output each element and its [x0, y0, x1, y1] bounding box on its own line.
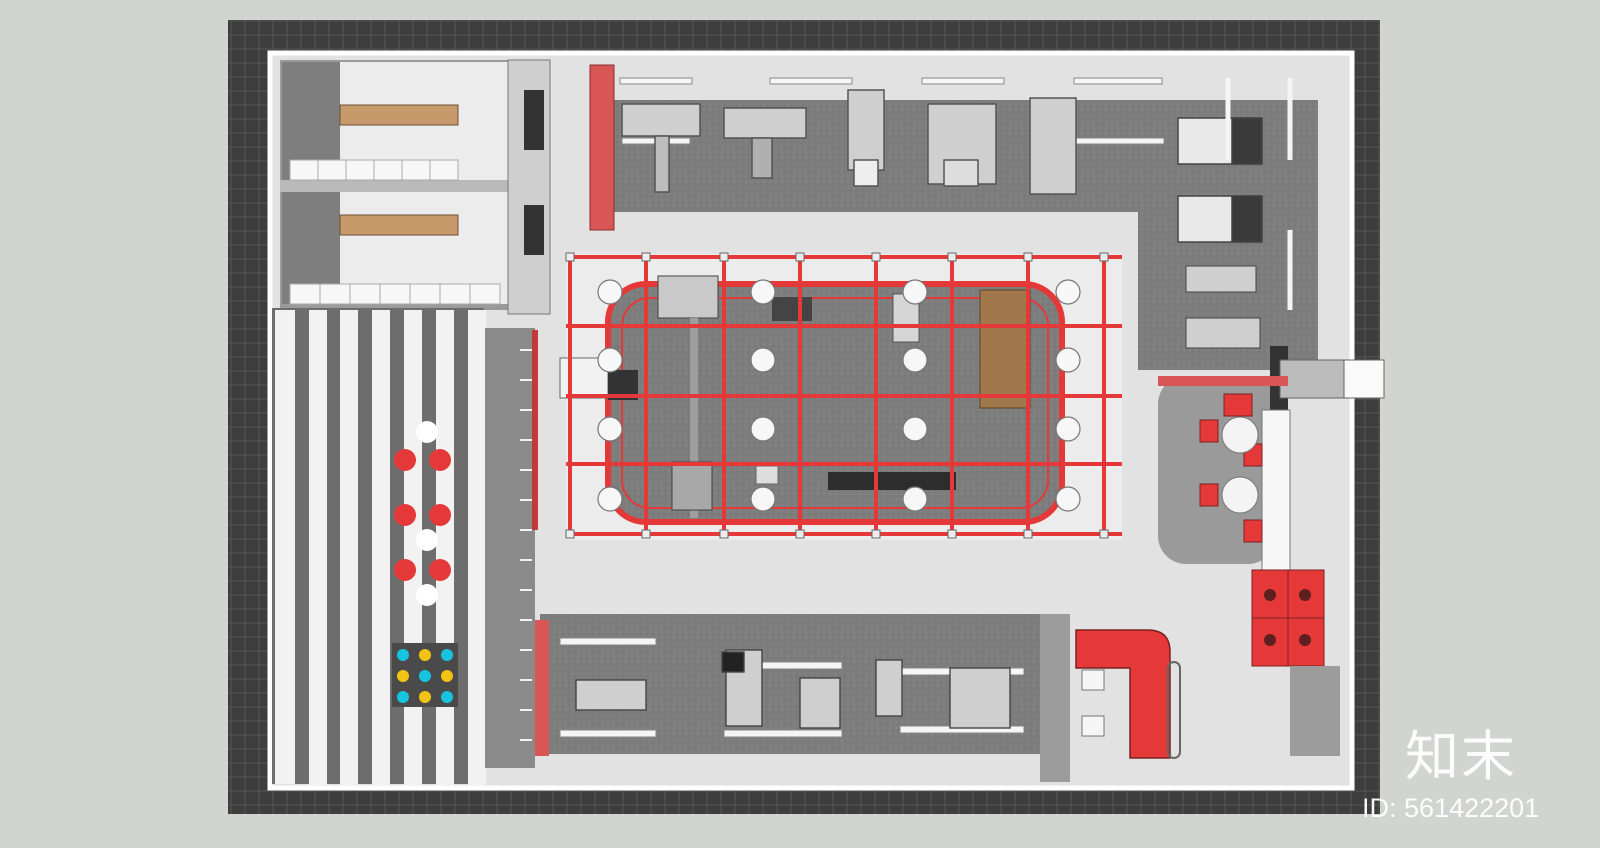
hack-squat: [949, 667, 1011, 729]
front-desk: [1075, 629, 1181, 759]
lat-pulldown: [847, 89, 885, 171]
medicine-balls: [597, 279, 1081, 512]
treadmills: [1177, 117, 1263, 243]
watermark-logo: 知末: [1405, 725, 1517, 788]
red-partition-bottom: [535, 620, 549, 756]
lounge-tables: [1221, 416, 1259, 514]
watermark-id: ID: 561422201: [1362, 793, 1539, 824]
mat-circles: [394, 421, 451, 606]
chest-press: [723, 107, 807, 139]
functional-rig: [559, 252, 1122, 540]
ellipticals: [1185, 265, 1261, 349]
bench-press: [621, 103, 701, 137]
leg-extension: [575, 679, 647, 711]
agility-grid: [392, 643, 458, 707]
red-partition: [589, 64, 615, 231]
reception-area: [1158, 346, 1385, 756]
bench: [339, 214, 459, 236]
barbell-rack: [772, 297, 812, 321]
sprint-lanes: [272, 308, 538, 786]
seated-press: [799, 677, 841, 729]
locker-rooms: [280, 59, 551, 315]
cable-station: [892, 293, 920, 343]
bottom-strength-zone: [535, 614, 1070, 782]
watermark-id-number: 561422201: [1404, 793, 1540, 823]
plyo-box: [979, 289, 1031, 409]
leg-press: [1029, 97, 1077, 195]
bar-counter: [1158, 376, 1288, 386]
dumbbell-rack: [828, 472, 956, 490]
squat-rack: [657, 275, 719, 319]
bench: [339, 104, 459, 126]
stationary-bike: [875, 659, 903, 717]
top-strength-zone: [589, 64, 1318, 370]
watermark-id-label: ID:: [1362, 793, 1397, 823]
